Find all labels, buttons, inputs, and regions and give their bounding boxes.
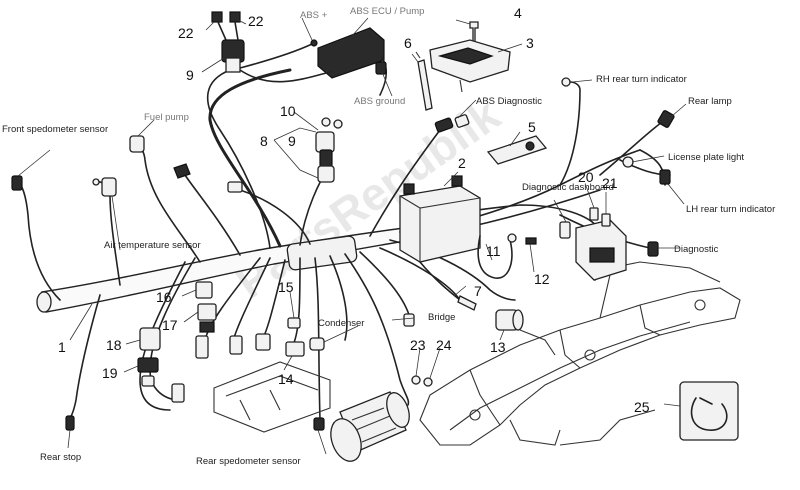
callout-13: 13 (490, 339, 506, 355)
starter-motor (330, 391, 410, 462)
label-abs-diagnostic: ABS Diagnostic (476, 96, 542, 107)
label-diagnostic: Diagnostic (674, 244, 719, 255)
callout-15: 15 (278, 279, 294, 295)
label-fuel-pump: Fuel pump (144, 112, 189, 123)
relay-18 (139, 327, 161, 351)
callout-9-mid: 9 (288, 133, 296, 149)
label-abs-plus: ABS + (300, 10, 328, 21)
fuel-pump-connector (129, 135, 145, 153)
callout-14: 14 (278, 371, 294, 387)
front-speedometer-sensor (11, 175, 23, 191)
callout-1: 1 (58, 339, 66, 355)
label-rh-rear-turn-indicator: RH rear turn indicator (596, 74, 687, 85)
callout-21: 21 (602, 175, 618, 191)
bridge-connector (403, 313, 415, 327)
callout-22-right: 22 (248, 13, 264, 29)
callout-11: 11 (486, 243, 501, 259)
callout-23: 23 (410, 337, 426, 353)
callout-19: 19 (102, 365, 118, 381)
battery-tray (213, 361, 331, 433)
connector-15 (287, 317, 301, 329)
condenser (309, 337, 325, 351)
rear-frame (419, 261, 741, 446)
rh-turn-indicator-connector (561, 77, 571, 87)
label-front-speedometer-sensor: Front spedometer sensor (2, 124, 108, 135)
label-rear-lamp: Rear lamp (688, 96, 732, 107)
label-rear-speedometer-sensor: Rear spedometer sensor (196, 456, 301, 467)
nut-24 (423, 377, 433, 387)
callout-3: 3 (526, 35, 534, 51)
callout-16: 16 (156, 289, 172, 305)
rear-speedometer-sensor (313, 417, 325, 431)
connectors-group (171, 333, 271, 403)
leader-lines (17, 17, 687, 455)
starter-relay-13 (495, 309, 524, 331)
cable-tie-25 (679, 381, 739, 441)
callout-9-top: 9 (186, 67, 194, 83)
relay-16 (195, 281, 213, 299)
abs-diagnostic-connector (434, 114, 470, 133)
callout-8: 8 (260, 133, 268, 149)
label-diagnostic-dashboard: Diagnostic dashboard (522, 182, 614, 193)
plate-5 (486, 135, 548, 165)
callout-2: 2 (458, 155, 466, 171)
label-abs-ground: ABS ground (354, 96, 405, 107)
callout-12: 12 (534, 271, 550, 287)
bracket-3 (429, 39, 511, 93)
relay-connectors-10 (315, 117, 343, 183)
starter-cable-7 (419, 261, 477, 311)
callout-24: 24 (436, 337, 452, 353)
label-air-temperature-sensor: Air temperature sensor (104, 240, 201, 251)
callout-17: 17 (162, 317, 178, 333)
rear-lamp-connector (657, 110, 675, 128)
fuse-box (559, 219, 627, 281)
license-plate-connector (622, 156, 634, 168)
callout-6: 6 (404, 35, 412, 51)
main-relay-connector (211, 11, 245, 73)
strap-6 (415, 51, 433, 111)
label-lh-rear-turn-indicator: LH rear turn indicator (686, 204, 775, 215)
label-license-plate-light: License plate light (668, 152, 744, 163)
abs-plus-terminal (239, 39, 318, 69)
callout-25: 25 (634, 399, 650, 415)
diagnostic-connector (647, 241, 659, 257)
callout-22-left: 22 (178, 25, 194, 41)
label-condenser: Condenser (318, 318, 364, 329)
label-abs-ecu-pump: ABS ECU / Pump (350, 6, 424, 17)
text-labels: Front spedometer sensor Fuel pump Air te… (2, 6, 775, 467)
callout-20: 20 (578, 169, 594, 185)
relay-19 (137, 357, 159, 387)
callout-18: 18 (106, 337, 122, 353)
callout-7: 7 (474, 283, 482, 299)
washer-23 (411, 375, 421, 385)
abs-ecu-pump (239, 27, 387, 96)
screw-12 (525, 237, 537, 245)
battery-2 (399, 175, 481, 263)
relay-17 (197, 303, 217, 333)
rear-stop-sensor (65, 415, 75, 431)
callout-numbers: 1 2 3 4 5 6 7 8 9 9 10 11 12 13 14 15 16… (58, 5, 650, 415)
callout-5: 5 (528, 119, 536, 135)
label-rear-stop: Rear stop (40, 452, 81, 463)
lh-turn-indicator-connector (659, 169, 671, 185)
loom-connector (227, 181, 243, 193)
label-bridge: Bridge (428, 312, 455, 323)
callout-10: 10 (280, 103, 296, 119)
air-temperature-sensor (92, 177, 117, 197)
ground-lead-11 (477, 233, 517, 279)
small-connector (173, 163, 191, 179)
abs-ground-connector (375, 61, 387, 75)
callout-4: 4 (514, 5, 522, 21)
connector-14 (285, 341, 305, 357)
